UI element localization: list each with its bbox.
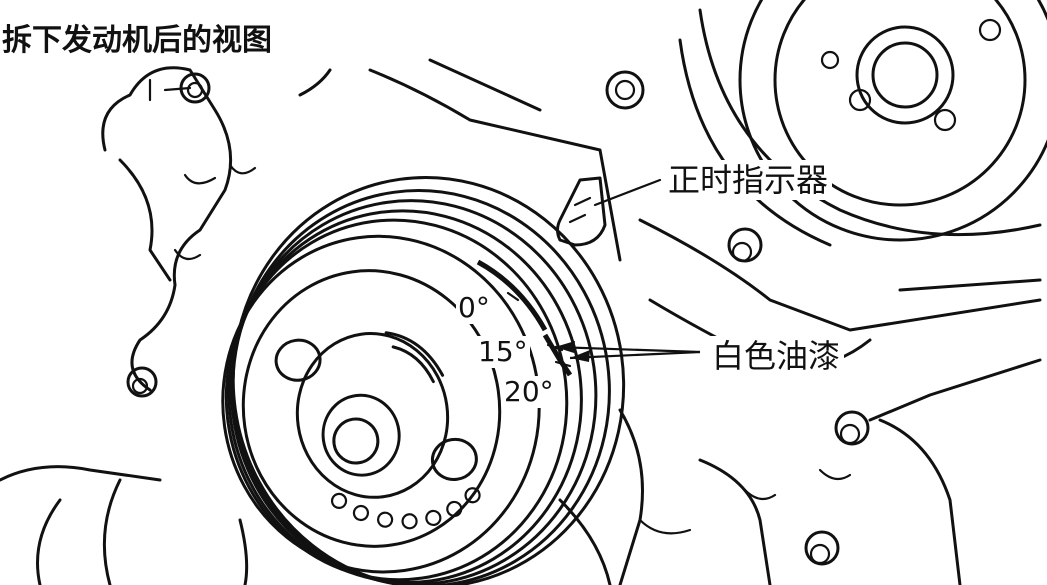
white-paint-label: 白色油漆 [708,336,845,376]
leader-lines [554,178,701,362]
degree-mark-20: 20° [502,375,556,408]
timing-indicator-label: 正时指示器 [664,160,833,200]
crankshaft-pulley [221,176,626,585]
bolts [126,70,870,566]
degree-mark-0: 0° [456,291,492,324]
diagram-title: 拆下发动机后的视图 [2,22,278,60]
degree-mark-15: 15° [476,335,530,368]
water-pump-pulley [678,0,1047,247]
engine-block-outline [0,58,1042,585]
timing-indicator [556,176,607,247]
